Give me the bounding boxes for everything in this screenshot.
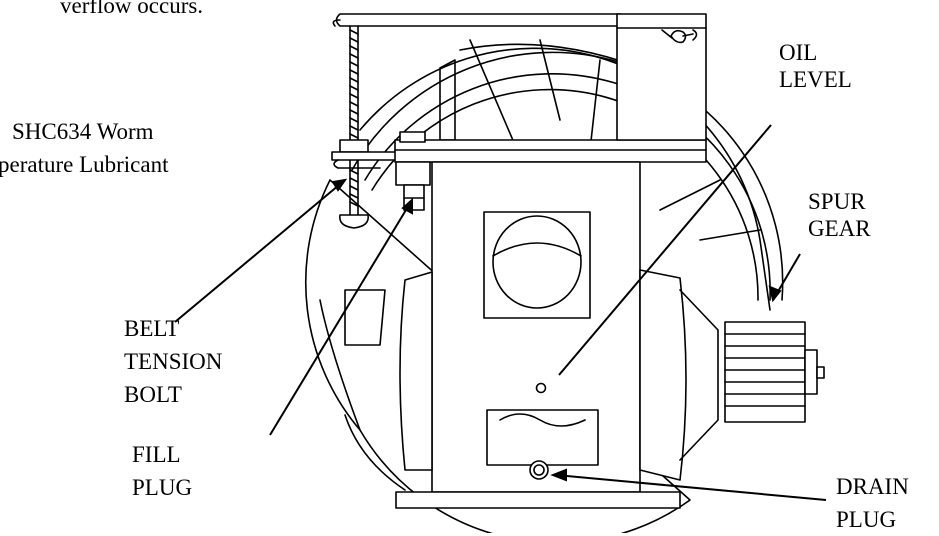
top-mount-plate: [394, 139, 707, 163]
top-text-fragment: verflow occurs.: [60, 0, 204, 18]
fill-plug-label: FILL PLUG: [132, 438, 192, 504]
belt-tension-bolt-label-line2: TENSION: [124, 349, 223, 374]
spur-gear-label-line2: GEAR: [808, 216, 871, 241]
fill-plug-label-line1: FILL: [132, 442, 181, 467]
belt-tension-bolt-label: BELT TENSION BOLT: [124, 312, 222, 411]
oil-level-label-line2: LEVEL: [779, 67, 852, 92]
oil-level-label-line1: OIL: [779, 40, 818, 65]
lower-recess: [486, 409, 599, 466]
drain-plug-label-line2: PLUG: [836, 507, 897, 532]
oil-level-leader: [558, 124, 772, 376]
drain-plug-bolt: [529, 460, 549, 480]
base-plate: [395, 491, 681, 509]
belt-tension-leader: [174, 179, 346, 323]
belt-tension-bolt-label-line3: BOLT: [124, 382, 182, 407]
switch-icon: [661, 29, 698, 44]
spur-gear: [724, 321, 825, 423]
tension-rod: [349, 25, 359, 216]
wheel-inner-ring: [364, 73, 771, 301]
spur-gear-label: SPUR GEAR: [808, 188, 871, 242]
fill-plug-bolt: [399, 131, 426, 143]
lubricant-text-line2: perature Lubricant: [0, 152, 169, 177]
oil-level-sight: [535, 382, 547, 394]
drain-plug-leader: [555, 474, 827, 501]
motor-bracket-box: [616, 13, 707, 141]
spur-gear-label-line1: SPUR: [808, 189, 866, 214]
lubricant-text-line1: SHC634 Worm: [12, 119, 154, 144]
fill-plug-label-line2: PLUG: [132, 475, 193, 500]
belt-tension-bolt-label-line1: BELT: [124, 316, 180, 341]
drain-plug-label-line1: DRAIN: [836, 474, 909, 499]
drain-plug-label: DRAIN PLUG: [836, 470, 909, 536]
oil-level-label: OIL LEVEL: [779, 39, 852, 93]
tension-top-bar: [335, 13, 627, 27]
fill-plug-leader: [269, 199, 413, 436]
